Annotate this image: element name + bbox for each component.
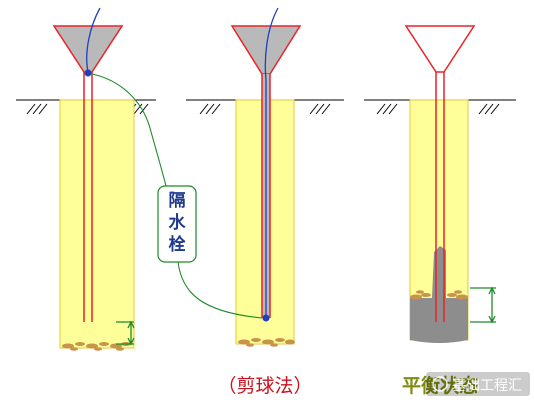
ground-hatch-left [26, 103, 48, 115]
panel-plug-at-bottom [186, 7, 344, 347]
plug-label-char: 栓 [169, 234, 186, 255]
caption-cut-ball-method: （剪球法） [217, 375, 312, 397]
label-box [157, 185, 197, 263]
wechat-icon [432, 376, 448, 392]
concrete-mass [410, 298, 468, 343]
ground-hatch-right [478, 103, 500, 115]
borehole-shaft [59, 99, 135, 349]
ground-hatch-left [199, 103, 221, 115]
plug-label-char: 隔 [169, 191, 186, 211]
watermark-text: 基础工程汇 [452, 377, 522, 394]
water-plug [262, 314, 270, 322]
leader-line-bottom [177, 261, 263, 319]
plug-label-callout: 隔水栓 [91, 73, 263, 319]
ground-hatch-right [309, 103, 331, 115]
embed-dimension [470, 286, 496, 324]
plug-label-char: 水 [169, 212, 187, 233]
caption-balance-state: 平衡状态 [402, 374, 478, 397]
sediment-layer [238, 338, 295, 347]
sediment-layer [410, 290, 468, 300]
plug-label-text: 隔水栓 [169, 191, 187, 255]
watermark: 基础工程汇 [426, 372, 530, 396]
suspension-wire [264, 7, 279, 316]
panel-plug-at-hopper [16, 7, 156, 351]
panel-balance-state [364, 25, 516, 343]
hopper [52, 25, 124, 73]
water-plug [84, 69, 92, 77]
leader-line-top [91, 73, 167, 187]
ground-hatch-left [376, 103, 398, 115]
clearance-dimension [116, 320, 135, 346]
suspension-wire [86, 7, 101, 73]
sediment-layer [62, 342, 131, 351]
hopper [404, 25, 476, 73]
